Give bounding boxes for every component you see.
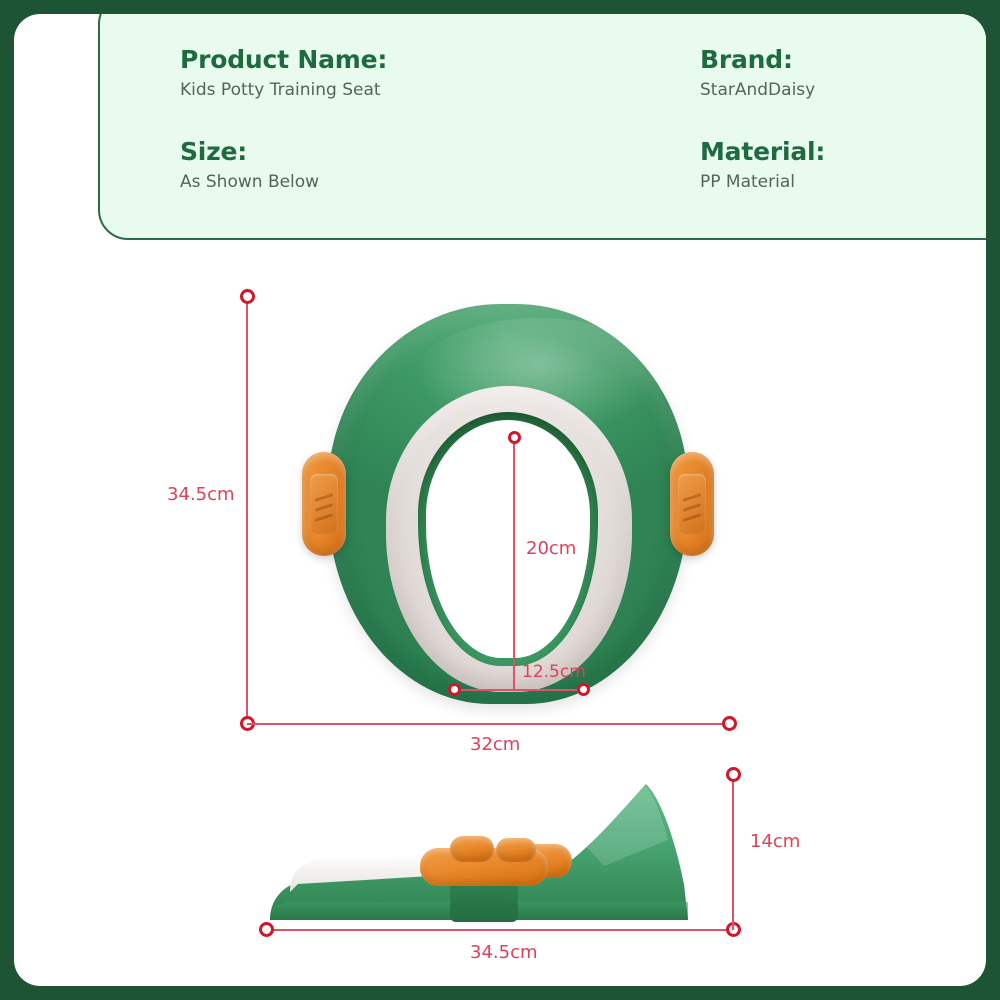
dim-node-opening-right bbox=[577, 683, 590, 696]
dim-line-side-length bbox=[266, 929, 733, 931]
green-mounting-post bbox=[450, 880, 518, 922]
dim-line-opening-length bbox=[513, 438, 515, 690]
right-handle-plate bbox=[678, 474, 706, 534]
dim-label-opening-length: 20cm bbox=[526, 538, 577, 559]
dim-label-side-height: 14cm bbox=[750, 831, 801, 852]
dim-line-side-height bbox=[732, 774, 734, 930]
size-label: Size: bbox=[180, 136, 248, 166]
info-column-left: Product Name: Kids Potty Training Seat S… bbox=[180, 44, 387, 228]
info-column-right: Brand: StarAndDaisy Material: PP Materia… bbox=[700, 44, 825, 228]
left-orange-handle bbox=[302, 452, 346, 556]
dim-node-opening-top bbox=[507, 431, 521, 444]
size-value: As Shown Below bbox=[180, 172, 320, 192]
dim-label-side-length: 34.5cm bbox=[470, 942, 538, 963]
dim-node-side-height-top bbox=[726, 767, 741, 782]
dim-node-side-left bbox=[259, 922, 274, 937]
material-value: PP Material bbox=[700, 172, 795, 192]
dim-line-opening-width bbox=[454, 689, 584, 691]
dim-node-height-top bbox=[240, 289, 255, 304]
dim-label-opening-width: 12.5cm bbox=[522, 662, 586, 682]
side-handle-bump-back bbox=[496, 838, 536, 862]
side-view-of-potty-seat bbox=[264, 774, 734, 934]
product-info-panel: Product Name: Kids Potty Training Seat S… bbox=[98, 14, 986, 240]
page-surface: Product Name: Kids Potty Training Seat S… bbox=[14, 14, 986, 986]
side-wedge-silhouette bbox=[270, 784, 688, 920]
right-orange-handle bbox=[670, 452, 714, 556]
info-field-brand: Brand: StarAndDaisy bbox=[700, 44, 825, 104]
dim-node-width-right bbox=[722, 716, 737, 731]
product-name-label: Product Name: bbox=[180, 45, 388, 74]
dim-node-opening-left bbox=[448, 683, 461, 696]
left-handle-plate bbox=[310, 474, 338, 534]
side-handle-bump-front bbox=[450, 836, 494, 862]
dim-label-height-overall: 34.5cm bbox=[167, 484, 235, 505]
side-tail-highlight bbox=[586, 786, 668, 866]
oval-opening bbox=[426, 420, 590, 658]
brand-value: StarAndDaisy bbox=[700, 80, 816, 101]
top-view-of-potty-seat bbox=[298, 304, 718, 714]
material-label: Material: bbox=[700, 136, 826, 166]
info-field-product-name: Product Name: Kids Potty Training Seat bbox=[180, 44, 387, 104]
dim-label-width-overall: 32cm bbox=[470, 734, 521, 755]
info-field-size: Size: As Shown Below bbox=[180, 136, 387, 196]
dim-line-width-overall bbox=[247, 723, 729, 725]
dim-line-height-overall bbox=[246, 298, 248, 724]
info-field-material: Material: PP Material bbox=[700, 136, 825, 196]
product-name-value: Kids Potty Training Seat bbox=[180, 80, 381, 101]
brand-label: Brand: bbox=[700, 45, 793, 74]
